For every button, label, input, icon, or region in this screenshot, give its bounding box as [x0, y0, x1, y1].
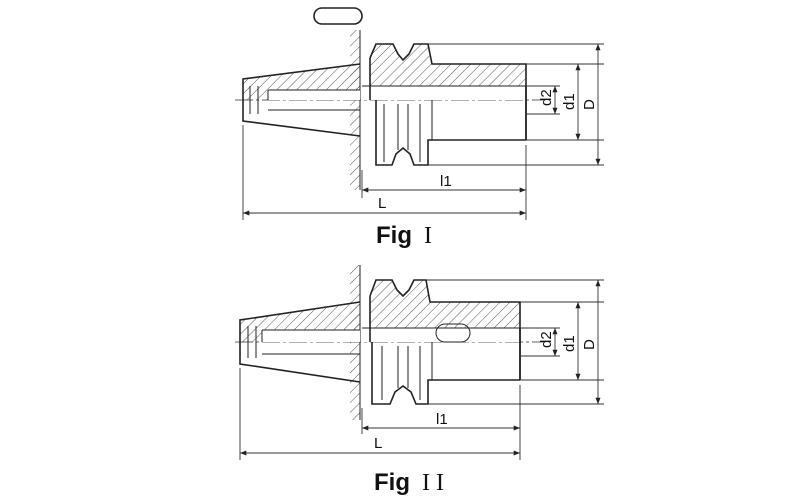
label-D: D: [581, 339, 598, 350]
keyway-symbol: [313, 7, 363, 25]
fig-1-caption: Fig I: [376, 222, 432, 249]
caption-fig: Fig: [374, 469, 410, 496]
fig-2-dimensions: [239, 279, 604, 460]
fig-2-labels: d2 d1 D l1 L: [374, 331, 598, 452]
fig-2-drawing: d2 d1 D l1 L Fig I I: [235, 265, 604, 496]
body-outline: [375, 86, 527, 166]
label-D: D: [581, 99, 598, 110]
taper-shank: [242, 63, 361, 137]
label-l1: l1: [436, 411, 448, 428]
body-section: [362, 279, 521, 380]
label-L: L: [374, 435, 382, 452]
label-L: L: [378, 195, 386, 212]
body-outline: [371, 328, 521, 405]
fig-2-caption: Fig I I: [374, 469, 444, 496]
caption-fig: Fig: [376, 222, 412, 249]
body-section: [362, 43, 527, 140]
fig-1-labels: d2 d1 D l1 L: [378, 89, 598, 212]
label-l1: l1: [440, 173, 452, 190]
label-d2: d2: [538, 89, 555, 106]
label-d1: d1: [561, 335, 578, 352]
label-d1: d1: [561, 93, 578, 110]
taper-shank: [239, 301, 361, 383]
label-d2: d2: [538, 331, 555, 348]
caption-numeral: I: [424, 223, 432, 249]
caption-numeral: I I: [422, 470, 444, 496]
fig-1-dimensions: [242, 43, 604, 220]
spindle-face: [350, 265, 361, 420]
fig-1-drawing: d2 d1 D l1 L Fig I: [235, 7, 604, 249]
